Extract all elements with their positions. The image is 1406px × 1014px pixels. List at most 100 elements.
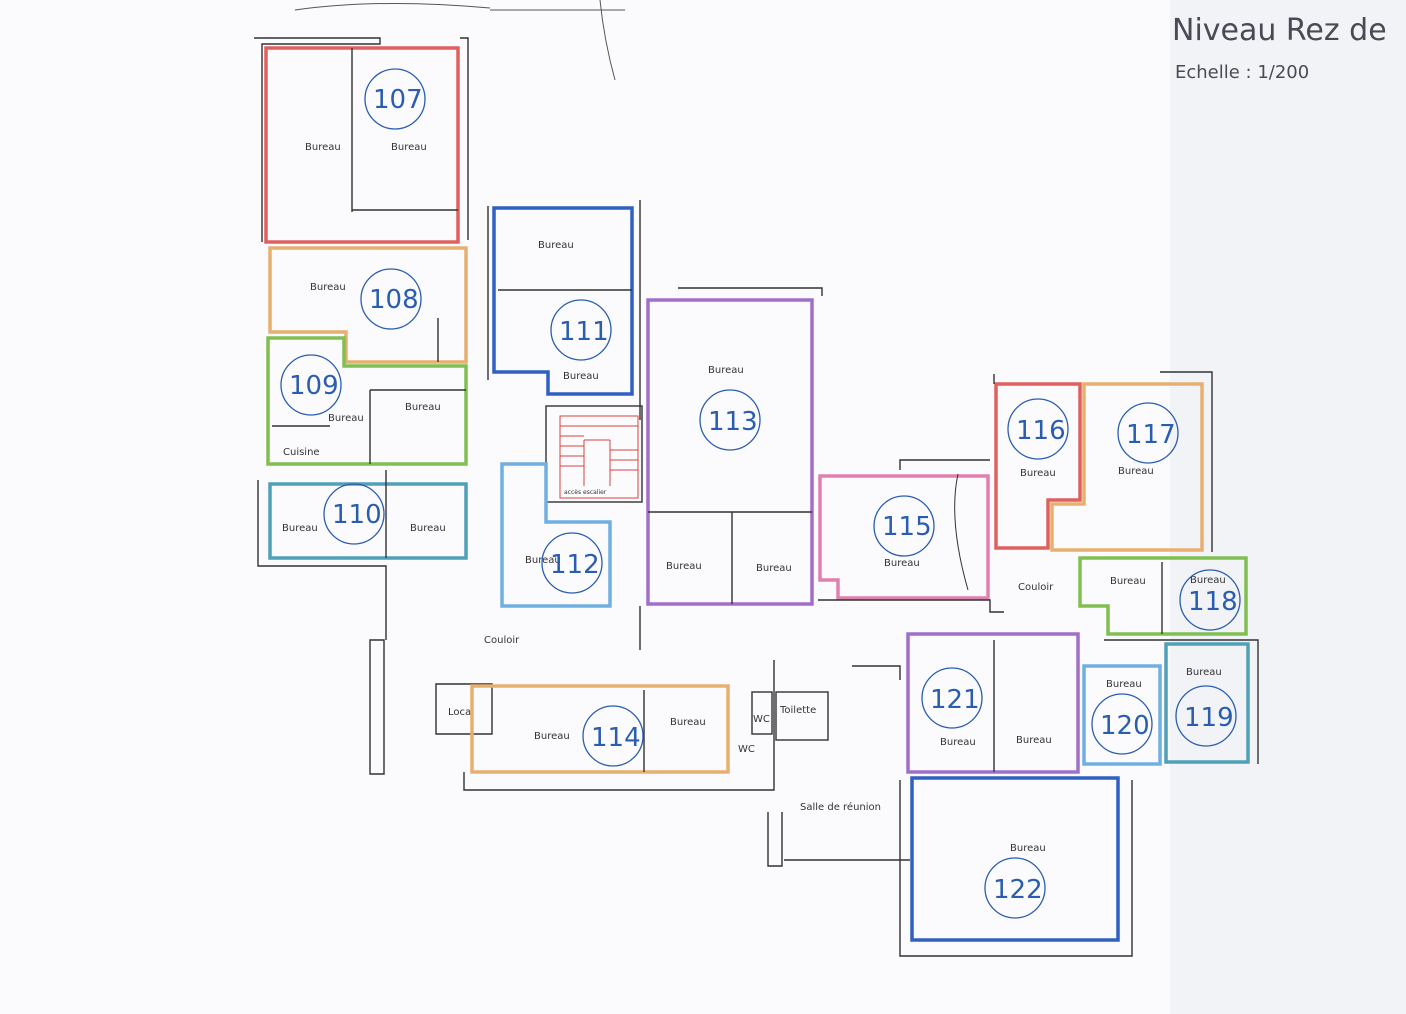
room-number: 122 [993,875,1043,905]
room-119-outline [1164,642,1250,764]
room-label: Cuisine [283,447,320,458]
room-121[interactable]: Bureau Bureau 121 [906,632,1080,774]
room-number: 121 [930,685,980,715]
room-111[interactable]: Bureau Bureau 111 [492,206,634,396]
room-108[interactable]: Bureau 108 [268,246,468,364]
couloir-right-label: Couloir [1018,582,1054,593]
room-number: 119 [1184,703,1234,733]
room-label: Bureau [391,142,427,153]
wall [678,287,823,296]
room-label: Bureau [405,402,441,413]
room-number: 109 [289,371,339,401]
room-114[interactable]: Bureau Bureau 114 [470,684,730,774]
room-number: 116 [1016,416,1066,446]
room-label: Bureau [525,555,561,566]
room-number-badge [360,268,422,330]
room-122-outline [910,776,1120,942]
room-110[interactable]: Bureau Bureau 110 [268,470,468,560]
couloir-left-label: Couloir [484,635,520,646]
room-number-badge [550,299,612,361]
room-label: Bureau [1016,735,1052,746]
room-label: Bureau [534,731,570,742]
room-number: 113 [708,407,758,437]
room-number: 111 [559,317,609,347]
room-label: Bureau [310,282,346,293]
room-number: 107 [373,85,423,115]
wc-block[interactable]: WC WC Toilette [738,691,829,755]
wall [463,660,775,791]
room-107[interactable]: Bureau Bureau 107 [264,46,460,244]
room-label: Bureau [410,523,446,534]
sketch-line [294,2,491,11]
local-room[interactable]: Local [435,683,493,735]
room-112-outline [500,462,612,608]
room-number-badge [541,532,603,594]
wall [369,639,385,775]
local-outline [435,683,493,735]
room-119[interactable]: Bureau 119 [1164,642,1250,764]
room-number-badge [984,857,1046,919]
room-label: Bureau [1110,576,1146,587]
room-label: Bureau [1106,679,1142,690]
wc-box [751,691,773,735]
room-112[interactable]: Bureau 112 [500,462,612,608]
room-number: 110 [332,500,382,530]
wall [254,37,381,242]
stairs-label: accès escalier [564,489,607,496]
room-122[interactable]: Bureau 122 [910,776,1120,942]
toilette-box [775,691,829,741]
room-number: 115 [882,512,932,542]
room-label: Bureau [1010,843,1046,854]
wall [852,665,901,680]
room-number: 114 [591,723,641,753]
room-109[interactable]: Bureau Bureau Cuisine 109 [266,336,468,466]
room-115[interactable]: Bureau 115 [818,473,990,600]
room-label: Bureau [282,523,318,534]
room-111-outline [492,206,634,396]
room-number: 117 [1126,420,1176,450]
room-label: Bureau [884,558,920,569]
room-number: 118 [1188,587,1238,617]
room-number-badge [1179,569,1241,631]
room-number-badge [699,389,761,451]
room-113-outline [646,298,814,606]
room-107-outline [264,46,460,244]
room-120-outline [1082,664,1162,766]
room-label: Bureau [940,737,976,748]
room-number-badge [280,354,342,416]
room-number-badge [1007,398,1069,460]
room-number-badge [582,705,644,767]
wall [818,599,1004,613]
room-114-outline [470,684,730,774]
stair-box [545,405,643,503]
room-label: Bureau [538,240,574,251]
room-number-badge [873,495,935,557]
room-number-badge [1091,693,1153,755]
wc-label: WC [738,744,755,755]
room-label: Bureau [1190,575,1226,586]
wall [767,812,783,867]
room-121-outline [906,632,1080,774]
room-label: Bureau [756,563,792,574]
wall [993,371,1213,552]
room-number-badge [364,68,426,130]
room-label: Bureau [1020,468,1056,479]
room-label: Bureau [305,142,341,153]
room-118[interactable]: Bureau Bureau 118 [1078,556,1248,636]
room-116[interactable]: Bureau 116 [994,382,1082,550]
wall [460,37,469,240]
room-label: Bureau [670,717,706,728]
room-110-outline [268,482,468,560]
room-116-outline [994,382,1082,550]
room-120[interactable]: Bureau 120 [1082,664,1162,766]
local-label: Local [448,707,474,718]
room-108-outline [268,246,468,364]
room-117[interactable]: Bureau 117 [1050,382,1204,552]
room-118-outline [1078,556,1248,636]
room-label: Bureau [1186,667,1222,678]
page-edge [1170,0,1406,1014]
room-label: Bureau [328,413,364,424]
room-label: Bureau [666,561,702,572]
wall [487,200,641,420]
room-113[interactable]: Bureau Bureau Bureau 113 [646,298,814,606]
